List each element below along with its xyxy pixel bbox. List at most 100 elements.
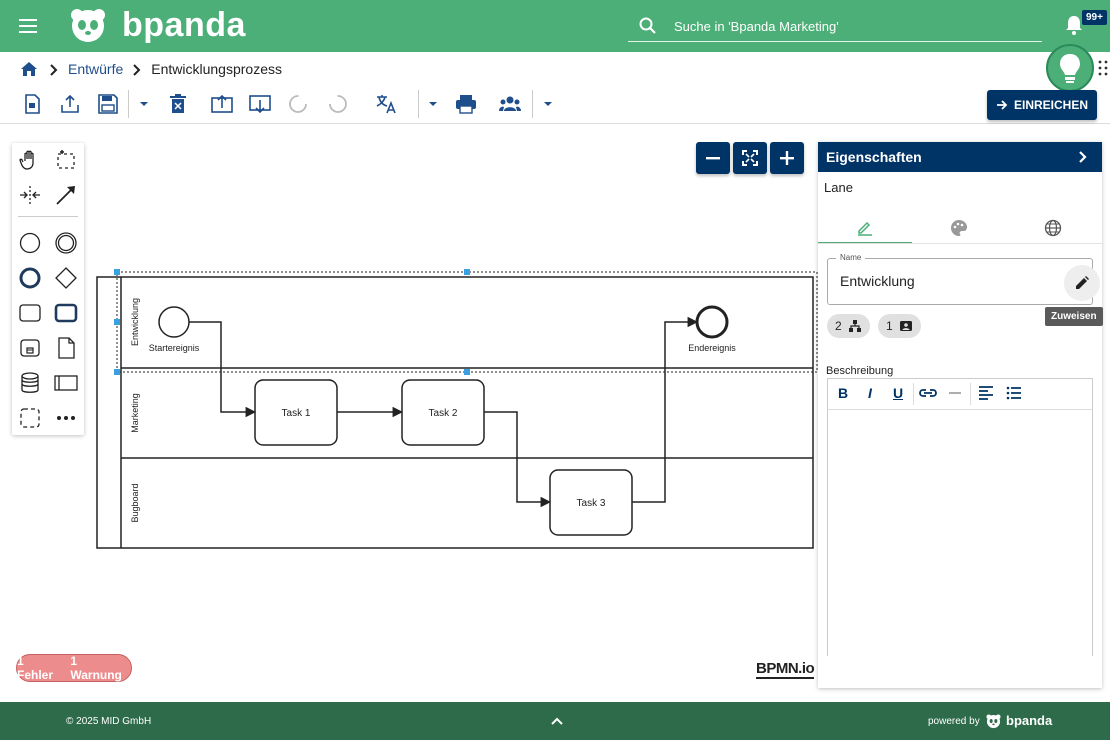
data-store-icon[interactable] (18, 371, 42, 395)
end-event-shape[interactable] (695, 305, 729, 339)
chevron-right-icon[interactable] (1076, 150, 1090, 164)
lane-label-marketing[interactable]: Marketing (130, 393, 140, 433)
pool-shape[interactable] (96, 276, 814, 549)
hand-tool-icon[interactable] (18, 148, 42, 172)
lane-label-entwicklung[interactable]: Entwicklung (130, 298, 140, 346)
horizontal-rule-icon[interactable] (943, 382, 967, 404)
download-icon[interactable] (246, 90, 274, 118)
chevron-right-icon (48, 63, 60, 76)
element-type-label: Lane (824, 180, 853, 195)
plus-icon (780, 151, 794, 165)
fit-viewport-button[interactable] (733, 142, 767, 174)
tab-style[interactable] (912, 212, 1006, 244)
footer: © 2025 MID GmbH powered by bpanda (0, 702, 1110, 740)
lasso-tool-icon[interactable] (54, 148, 78, 172)
dropdown-icon[interactable] (534, 90, 562, 118)
task-icon[interactable] (18, 301, 42, 325)
intermediate-event-icon[interactable] (54, 231, 78, 255)
task-shape[interactable] (401, 379, 485, 446)
sequence-flow[interactable] (189, 321, 257, 418)
start-event-icon[interactable] (18, 231, 42, 255)
share-users-icon[interactable] (496, 90, 524, 118)
data-object-reference-icon[interactable] (18, 336, 42, 360)
lane-label-bugboard[interactable]: Bugboard (130, 483, 140, 522)
hamburger-menu-icon[interactable] (18, 16, 40, 36)
bpmn-io-logo[interactable]: BPMN.io (756, 660, 815, 679)
notification-bell-icon[interactable] (1064, 14, 1084, 36)
apps-grid-icon[interactable] (1098, 60, 1108, 76)
tab-language[interactable] (1006, 212, 1100, 244)
undo-icon[interactable] (284, 90, 312, 118)
submit-label: EINREICHEN (1013, 98, 1088, 112)
selection-handle[interactable] (464, 369, 470, 375)
dropdown-icon[interactable] (419, 90, 447, 118)
import-file-icon[interactable] (18, 90, 46, 118)
name-input[interactable] (840, 271, 1040, 291)
lightbulb-icon[interactable] (1046, 44, 1094, 92)
tabs-underline (818, 243, 1102, 244)
powered-by-brand: bpanda (1006, 713, 1053, 728)
persons-chip[interactable]: 1 (878, 314, 921, 338)
tab-general[interactable] (818, 212, 912, 244)
edit-pencil-icon (1076, 276, 1089, 289)
group-icon[interactable] (18, 406, 42, 430)
submit-button[interactable]: EINREICHEN (987, 90, 1097, 120)
task-shape[interactable] (254, 379, 338, 446)
warning-count: 1 Warnung (70, 654, 122, 682)
breadcrumb-link-drafts[interactable]: Entwürfe (68, 61, 124, 77)
space-tool-icon[interactable] (18, 183, 42, 207)
contact-card-icon (899, 321, 912, 331)
gateway-icon[interactable] (54, 266, 78, 290)
properties-title: Eigenschaften (826, 149, 922, 165)
upload-icon[interactable] (56, 90, 84, 118)
print-icon[interactable] (452, 90, 480, 118)
zoom-out-button[interactable] (696, 142, 730, 174)
description-editor[interactable]: B I U (827, 378, 1093, 656)
redo-icon[interactable] (324, 90, 352, 118)
selection-handle[interactable] (464, 269, 470, 275)
translate-icon[interactable] (372, 90, 400, 118)
underline-button[interactable]: U (892, 385, 904, 401)
export-icon[interactable] (208, 90, 236, 118)
selection-handle[interactable] (114, 269, 120, 275)
save-icon[interactable] (94, 90, 122, 118)
task-shape[interactable] (549, 469, 633, 536)
connect-tool-icon[interactable] (54, 183, 78, 207)
zoom-in-button[interactable] (770, 142, 804, 174)
italic-button[interactable]: I (868, 385, 872, 401)
subprocess-icon[interactable] (54, 301, 78, 325)
link-icon[interactable] (916, 382, 940, 404)
search-bar (628, 10, 1042, 42)
groups-chip[interactable]: 2 (827, 314, 870, 338)
persons-count: 1 (886, 319, 893, 333)
selection-handle[interactable] (114, 319, 120, 325)
bold-button[interactable]: B (837, 385, 849, 401)
more-icon[interactable] (54, 406, 78, 430)
pool-icon[interactable] (54, 371, 78, 395)
groups-count: 2 (835, 319, 842, 333)
data-object-icon[interactable] (54, 336, 78, 360)
editor-toolbar-divider (828, 409, 1092, 410)
home-icon[interactable] (20, 61, 38, 77)
panda-logo-icon[interactable] (70, 8, 106, 44)
sequence-flow[interactable] (484, 411, 552, 508)
sequence-flow[interactable] (632, 316, 699, 503)
selection-handle[interactable] (114, 369, 120, 375)
delete-icon[interactable] (164, 90, 192, 118)
align-left-icon[interactable] (974, 382, 998, 404)
search-input[interactable] (674, 14, 1034, 38)
main-toolbar (0, 86, 1110, 124)
error-count: 1 Fehler (17, 654, 54, 682)
fullscreen-icon (742, 150, 758, 166)
task-label: Task 2 (429, 408, 458, 419)
start-event-shape[interactable] (158, 306, 190, 338)
search-icon[interactable] (638, 16, 658, 36)
assign-button[interactable] (1064, 265, 1100, 301)
properties-panel-header[interactable]: Eigenschaften (818, 142, 1102, 172)
bullet-list-icon[interactable] (1002, 382, 1026, 404)
end-event-icon[interactable] (18, 266, 42, 290)
validation-status-pill[interactable]: 1 Fehler 1 Warnung (16, 654, 132, 682)
dropdown-icon[interactable] (130, 90, 158, 118)
chevron-up-icon[interactable] (550, 714, 564, 728)
